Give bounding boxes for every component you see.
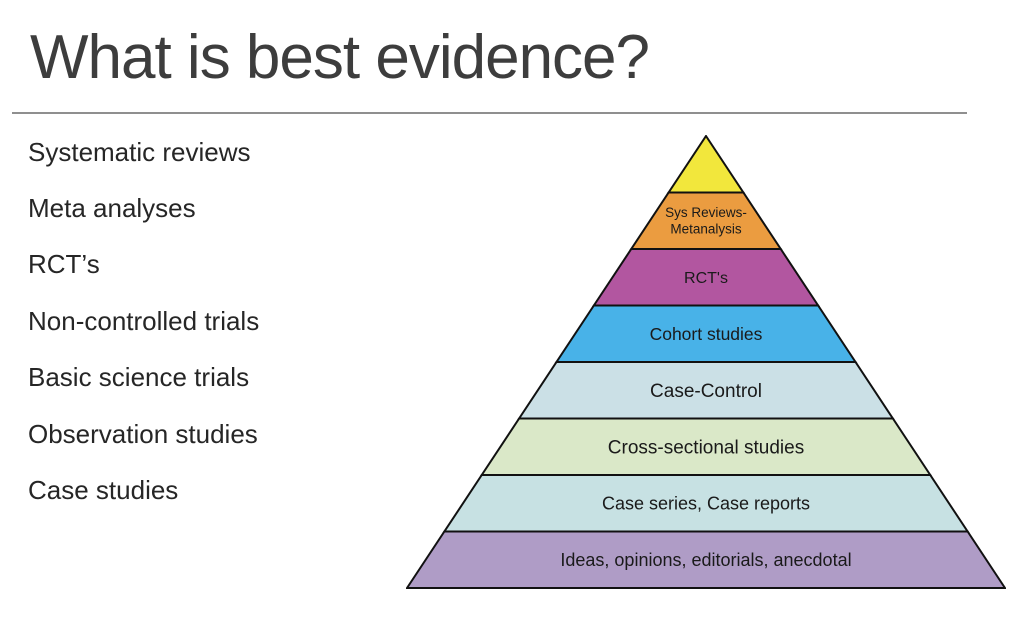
- list-item: Case studies: [28, 475, 179, 506]
- list-item: Systematic reviews: [28, 136, 251, 167]
- list-item: Basic science trials: [28, 362, 250, 393]
- title-divider: [12, 112, 967, 114]
- pyramid-level-label: Sys Reviews-: [665, 205, 747, 220]
- evidence-list: Systematic reviews Meta analyses RCT’s N…: [28, 124, 259, 519]
- pyramid-level-label: Case-Control: [650, 381, 762, 402]
- pyramid-level-label: Case series, Case reports: [602, 494, 810, 514]
- pyramid-level-label: Cross-sectional studies: [608, 437, 804, 458]
- pyramid-level-8: [406, 530, 1006, 589]
- pyramid-level-label: Cohort studies: [650, 324, 763, 344]
- pyramid-level-label: RCT's: [684, 270, 728, 287]
- pyramid-level-label: Ideas, opinions, editorials, anecdotal: [560, 550, 851, 570]
- pyramid-level-1: [666, 135, 746, 194]
- list-item: Observation studies: [28, 418, 258, 449]
- list-item: Non-controlled trials: [28, 305, 260, 336]
- slide-title: What is best evidence?: [30, 23, 650, 92]
- list-item: Meta analyses: [28, 193, 196, 224]
- pyramid-level-label: Metanalysis: [670, 222, 742, 237]
- list-item: RCT’s: [28, 249, 100, 280]
